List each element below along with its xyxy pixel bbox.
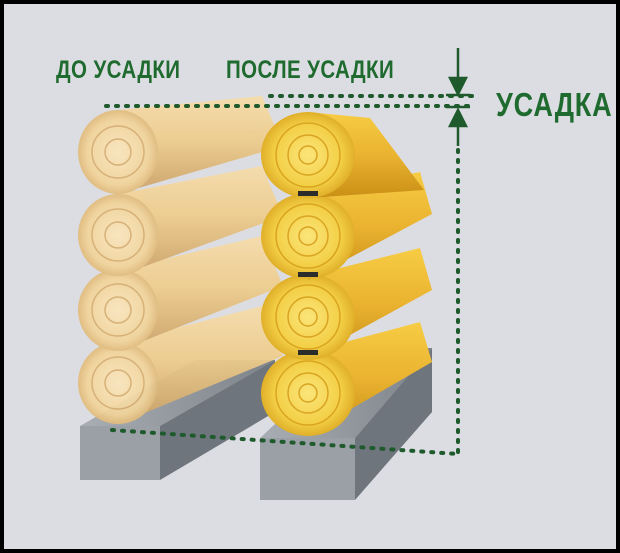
log-before-4: [78, 306, 283, 424]
sealant-strip: [298, 350, 318, 355]
log-before-1: [78, 96, 283, 194]
sealant-strip: [298, 272, 318, 277]
log-after-2: [261, 172, 432, 280]
log-after-4: [261, 322, 432, 436]
log-after-3: [261, 248, 432, 360]
log-stack-before: [78, 96, 283, 424]
log-before-3: [78, 236, 283, 351]
log-after-1: [261, 112, 424, 198]
sealant-strip: [298, 191, 318, 196]
arrow-down-icon: [447, 76, 469, 97]
label-before-shrinkage: ДО УСАДКИ: [56, 56, 181, 84]
label-shrinkage: УСАДКА: [496, 86, 613, 123]
shrinkage-arrows: [446, 48, 470, 146]
log-before-2: [78, 166, 283, 276]
arrow-up-icon: [447, 107, 469, 128]
guide-lines: [104, 94, 474, 456]
log-stack-after: [261, 112, 432, 436]
label-after-shrinkage: ПОСЛЕ УСАДКИ: [226, 56, 395, 84]
bottom-level-line: [110, 428, 460, 456]
